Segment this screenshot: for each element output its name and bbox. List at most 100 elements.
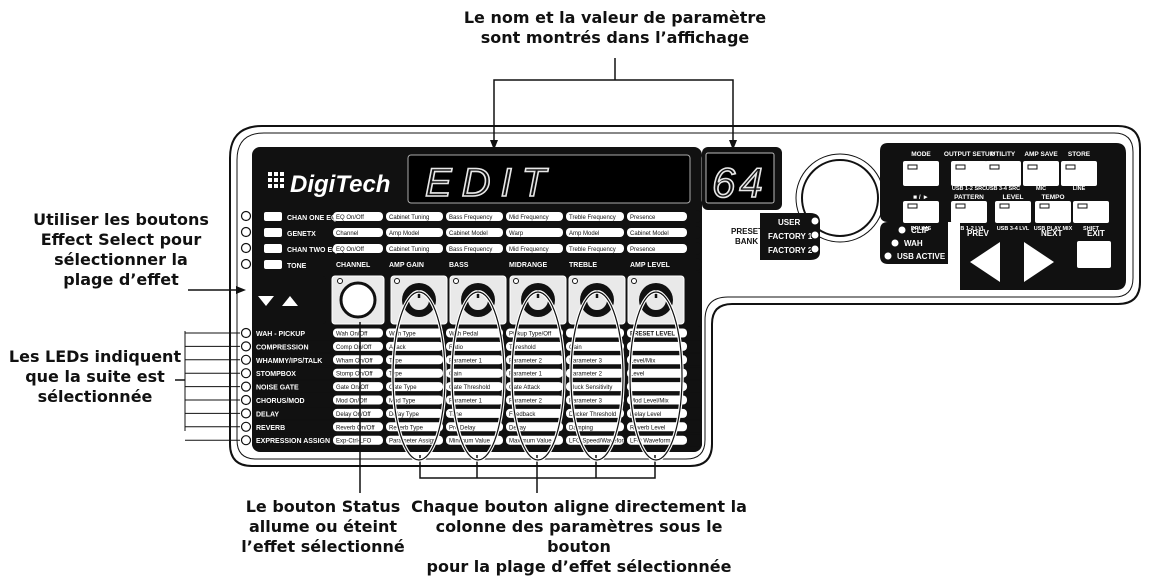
param-cell (566, 228, 624, 237)
status-button[interactable] (339, 281, 377, 319)
effect-select-up-icon[interactable] (282, 296, 298, 306)
param-cell (627, 382, 687, 392)
callout-line: colonne des paramètres sous le bouton (435, 517, 723, 556)
param-cell (446, 244, 503, 253)
top-button-led (1065, 164, 1076, 170)
param-cell (566, 355, 624, 365)
led-chorus-mod (240, 394, 252, 406)
param-cell (446, 422, 503, 432)
led-delay (240, 408, 252, 419)
prev-button[interactable] (970, 242, 1000, 282)
param-label: Reverb Type (389, 425, 424, 431)
column-loop (511, 291, 565, 461)
param-label: AMP GAIN (389, 262, 424, 269)
param-cell (627, 408, 687, 418)
led-stompbox (240, 368, 252, 379)
param-cell (566, 382, 624, 392)
mid-button-bottom-label: SHIFT (1083, 226, 1100, 232)
callout-line: Le bouton Status (245, 497, 401, 516)
column-loop (570, 291, 624, 461)
param-cell (446, 212, 503, 221)
param-label: EQ On/Off (336, 247, 364, 253)
param-cell (506, 341, 563, 351)
led-wah (890, 238, 900, 248)
param-cell (566, 395, 624, 405)
top-button-label: STORE (1068, 151, 1091, 158)
callout-line: Effect Select pour (40, 230, 202, 249)
param-cell (386, 341, 443, 351)
param-cell (333, 408, 383, 418)
param-cell (333, 244, 383, 253)
param-label: Parameter 3 (569, 358, 603, 364)
preset-bank-bg (760, 213, 820, 260)
param-label: Parameter 2 (509, 399, 543, 405)
param-label: Wah Type (389, 332, 416, 338)
preset-bank-user: USER (778, 218, 800, 227)
mid-button-top-label: LEVEL (1003, 194, 1024, 201)
param-cell (446, 382, 503, 392)
callout-line: plage d’effet (63, 270, 179, 289)
param-label: Treble Frequency (569, 247, 616, 253)
param-label: Parameter 3 (569, 399, 603, 405)
knob-section (252, 272, 702, 327)
row-label: TONE (287, 263, 307, 270)
led-chan-one-eq (240, 210, 252, 222)
callout-line: allume ou éteint (248, 517, 398, 536)
param-cell (566, 408, 624, 418)
row-label: STOMPBOX (256, 371, 296, 378)
param-label: Reverb Level (630, 425, 665, 431)
status-led-bg (880, 222, 948, 264)
row-button[interactable] (264, 244, 282, 253)
param-cell (627, 355, 687, 365)
param-label: MIDRANGE (509, 262, 547, 269)
param-label: Gate Threshold (449, 385, 490, 391)
exit-button[interactable] (1077, 241, 1111, 268)
column-loop (629, 291, 683, 461)
param-cell (627, 228, 687, 237)
param-label: Mod Level/Mix (630, 399, 669, 405)
row-button[interactable] (264, 260, 282, 269)
param-cell (506, 244, 563, 253)
top-button-sub: USB 1-2 SRC (952, 186, 986, 192)
label-wah: WAH (904, 239, 923, 248)
param-label: Parameter 1 (449, 399, 483, 405)
top-button-label: AMP SAVE (1024, 151, 1058, 158)
param-cell (446, 368, 503, 378)
data-wheel[interactable] (801, 159, 879, 237)
param-label: Channel (336, 231, 358, 237)
mid-button-bottom-label: USB 1-2 LVL (953, 226, 986, 232)
led-reverb (240, 421, 252, 432)
param-cell (446, 355, 503, 365)
param-cell (627, 341, 687, 351)
row-label: WAH - PICKUP (256, 331, 305, 338)
param-label: CHANNEL (336, 262, 371, 269)
param-cell (506, 212, 563, 221)
param-cell (506, 328, 563, 338)
param-cell (566, 422, 624, 432)
led-chan-two-eq (240, 242, 252, 254)
row-button[interactable] (264, 228, 282, 237)
knob-led (453, 278, 459, 284)
led-wah-pickup (240, 327, 252, 339)
label-clip: CLIP (911, 226, 930, 235)
param-label: Parameter 1 (449, 358, 483, 364)
next-button[interactable] (1024, 242, 1054, 282)
param-cell (386, 382, 443, 392)
param-cell (506, 395, 563, 405)
mid-button-top-label: ■ / ► (913, 194, 929, 201)
top-button-label: MODE (911, 151, 931, 158)
row-button[interactable] (264, 212, 282, 221)
effect-select-down-icon[interactable] (258, 296, 274, 306)
row-label: NOISE GATE (256, 385, 299, 392)
param-label: PRESET LEVEL (630, 332, 675, 338)
callout-line: sélectionnée (37, 387, 153, 406)
row-label: CHAN ONE EQ (287, 215, 337, 222)
param-label: Pickup Type/Off (509, 332, 551, 338)
param-cell (506, 422, 563, 432)
param-label: Comp On/Off (336, 345, 372, 351)
